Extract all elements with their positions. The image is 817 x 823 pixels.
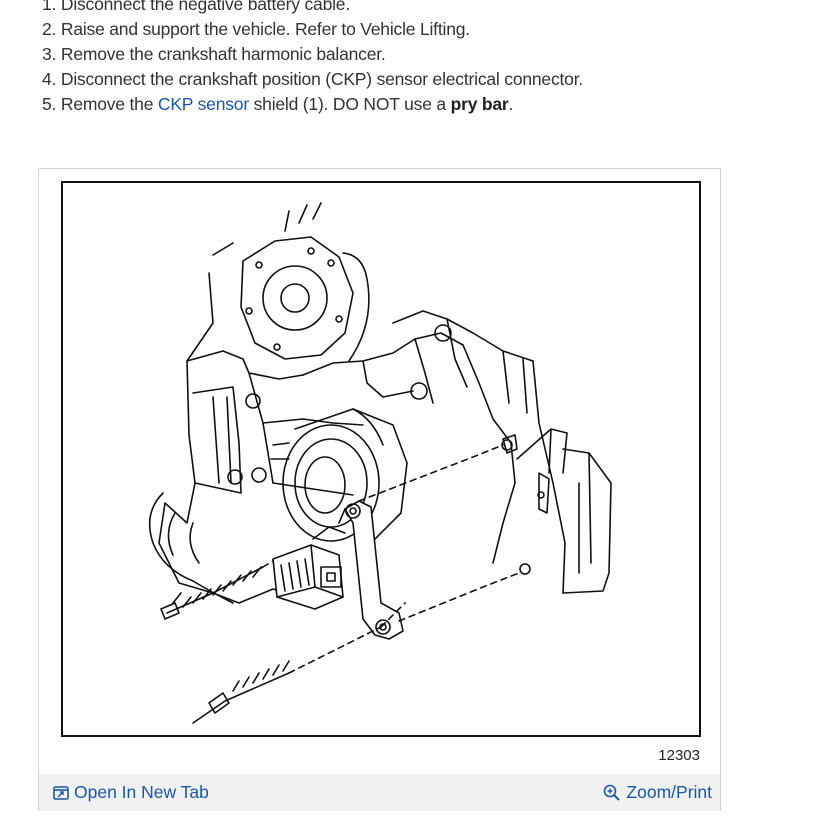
step-text: Disconnect the negative battery cable. bbox=[60, 0, 350, 14]
step-4: 4. Disconnect the crankshaft position (C… bbox=[42, 67, 583, 92]
crankshaft-snout bbox=[282, 408, 408, 542]
step-number: 2. bbox=[42, 19, 57, 39]
camshaft-pulley bbox=[212, 202, 370, 362]
step-number: 3. bbox=[42, 44, 57, 64]
step-1: 1. Disconnect the negative battery cable… bbox=[42, 0, 583, 17]
step-number: 4. bbox=[42, 69, 57, 89]
ckp-sensor-shield-illustration bbox=[148, 202, 612, 724]
step-number: 5. bbox=[42, 94, 57, 114]
figure-frame bbox=[61, 181, 701, 737]
step-text: Remove the crankshaft harmonic balancer. bbox=[60, 44, 386, 64]
engine-block bbox=[158, 272, 566, 604]
step-number: 1. bbox=[42, 0, 57, 14]
open-in-new-tab-link[interactable]: Open In New Tab bbox=[53, 782, 209, 803]
ckp-sensor bbox=[272, 526, 346, 610]
step-5: 5. Remove the CKP sensor shield (1). DO … bbox=[42, 92, 583, 117]
step-3: 3. Remove the crankshaft harmonic balanc… bbox=[42, 42, 583, 67]
mounting-bolts bbox=[160, 434, 531, 724]
figure-card: 12303 Open In New Tab Zoom/Print bbox=[38, 168, 721, 811]
step-text: Raise and support the vehicle. Refer to … bbox=[60, 19, 470, 39]
step-text: shield (1). DO NOT use a bbox=[248, 94, 451, 114]
figure-number: 12303 bbox=[658, 747, 700, 764]
instruction-steps: 1. Disconnect the negative battery cable… bbox=[42, 0, 583, 117]
pry-bar-bold: pry bar bbox=[450, 94, 509, 114]
open-in-new-tab-icon bbox=[53, 785, 69, 800]
transmission-housing bbox=[516, 428, 612, 594]
step-text: . bbox=[508, 94, 514, 114]
step-text: Remove the bbox=[60, 94, 158, 114]
step-text: Disconnect the crankshaft position (CKP)… bbox=[60, 69, 584, 89]
open-in-new-tab-label: Open In New Tab bbox=[74, 782, 209, 802]
ckp-sensor-link[interactable]: CKP sensor bbox=[157, 94, 249, 114]
figure-toolbar: Open In New Tab Zoom/Print bbox=[39, 774, 720, 811]
zoom-print-label: Zoom/Print bbox=[626, 782, 712, 802]
step-2: 2. Raise and support the vehicle. Refer … bbox=[42, 17, 583, 42]
zoom-print-link[interactable]: Zoom/Print bbox=[603, 782, 712, 803]
ckp-sensor-shield bbox=[338, 500, 404, 640]
magnifier-zoom-icon bbox=[604, 784, 621, 801]
